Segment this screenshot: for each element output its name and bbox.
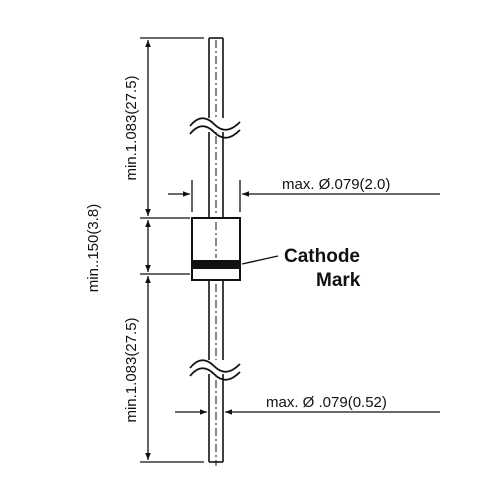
lead-diameter-label: max. Ø .079(0.52) [266, 394, 387, 411]
body-length-label: min..150(3.8) [85, 204, 102, 292]
diode-body [191, 217, 241, 281]
top-break-mark [189, 117, 241, 139]
cathode-leader-line [241, 255, 279, 265]
cathode-mark-label-line2: Mark [316, 270, 361, 291]
cathode-band [192, 260, 240, 269]
body-diameter-dimension [168, 180, 440, 212]
bottom-lead-length-label: min.1.083(27.5) [123, 317, 140, 422]
body-diameter-label: max. Ø.079(2.0) [282, 176, 390, 193]
top-lead-length-label: min.1.083(27.5) [123, 75, 140, 180]
cathode-mark-label-line1: Cathode [284, 246, 360, 267]
bottom-break-mark [189, 359, 241, 381]
vertical-dimensions [140, 37, 204, 463]
